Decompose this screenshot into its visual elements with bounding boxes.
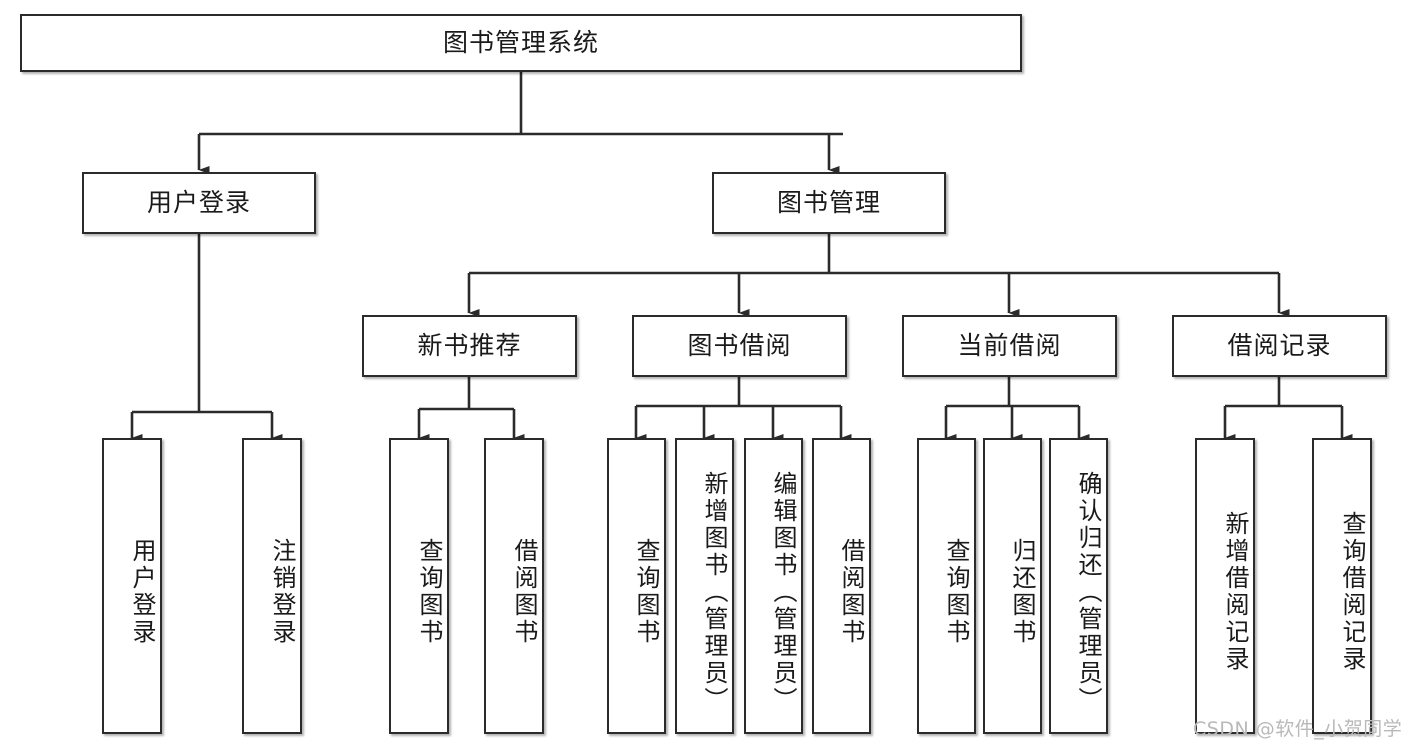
leaf-user-login-logout[interactable]: 注销登录 bbox=[242, 438, 302, 734]
leaf-label: 确认归还（管理员） bbox=[1074, 470, 1102, 714]
leaf-current-query-book[interactable]: 查询图书 bbox=[917, 438, 976, 734]
leaf-label: 新增图书（管理员） bbox=[700, 470, 728, 714]
node-new-book-recommend[interactable]: 新书推荐 bbox=[362, 315, 577, 377]
leaf-record-add[interactable]: 新增借阅记录 bbox=[1195, 438, 1255, 734]
node-user-login[interactable]: 用户登录 bbox=[82, 172, 316, 234]
leaf-new-book-borrow[interactable]: 借阅图书 bbox=[484, 438, 544, 734]
leaf-label: 新增借阅记录 bbox=[1221, 511, 1249, 673]
leaf-borrow-add-book-admin[interactable]: 新增图书（管理员） bbox=[675, 438, 734, 734]
leaf-label: 归还图书 bbox=[1008, 538, 1036, 646]
leaf-current-confirm-return-admin[interactable]: 确认归还（管理员） bbox=[1049, 438, 1108, 734]
node-borrow-record-label: 借阅记录 bbox=[1227, 331, 1332, 361]
leaf-label: 查询图书 bbox=[415, 538, 443, 646]
node-book-borrow[interactable]: 图书借阅 bbox=[632, 315, 847, 377]
leaf-label: 查询图书 bbox=[632, 538, 660, 646]
csdn-watermark: CSDN @软件_小贺同学 bbox=[1193, 718, 1403, 740]
leaf-current-return-book[interactable]: 归还图书 bbox=[983, 438, 1042, 734]
leaf-label: 查询图书 bbox=[942, 538, 970, 646]
node-borrow-record[interactable]: 借阅记录 bbox=[1172, 315, 1387, 377]
leaf-label: 注销登录 bbox=[268, 538, 296, 646]
leaf-user-login-login[interactable]: 用户登录 bbox=[102, 438, 162, 734]
leaf-label: 查询借阅记录 bbox=[1338, 511, 1366, 673]
leaf-borrow-edit-book-admin[interactable]: 编辑图书（管理员） bbox=[744, 438, 803, 734]
node-current-borrow-label: 当前借阅 bbox=[957, 331, 1062, 361]
node-current-borrow[interactable]: 当前借阅 bbox=[902, 315, 1117, 377]
leaf-label: 借阅图书 bbox=[510, 538, 538, 646]
node-user-login-label: 用户登录 bbox=[146, 188, 251, 218]
leaf-label: 用户登录 bbox=[128, 538, 156, 646]
leaf-new-book-query[interactable]: 查询图书 bbox=[389, 438, 449, 734]
node-root-label: 图书管理系统 bbox=[442, 28, 599, 58]
leaf-label: 编辑图书（管理员） bbox=[769, 470, 797, 714]
node-root[interactable]: 图书管理系统 bbox=[20, 14, 1022, 72]
leaf-record-query[interactable]: 查询借阅记录 bbox=[1312, 438, 1372, 734]
node-book-borrow-label: 图书借阅 bbox=[687, 331, 792, 361]
leaf-borrow-query-book[interactable]: 查询图书 bbox=[607, 438, 666, 734]
node-book-management-label: 图书管理 bbox=[776, 188, 881, 218]
node-new-book-recommend-label: 新书推荐 bbox=[417, 331, 522, 361]
leaf-borrow-borrow-book[interactable]: 借阅图书 bbox=[812, 438, 871, 734]
node-book-management[interactable]: 图书管理 bbox=[712, 172, 946, 234]
leaf-label: 借阅图书 bbox=[837, 538, 865, 646]
